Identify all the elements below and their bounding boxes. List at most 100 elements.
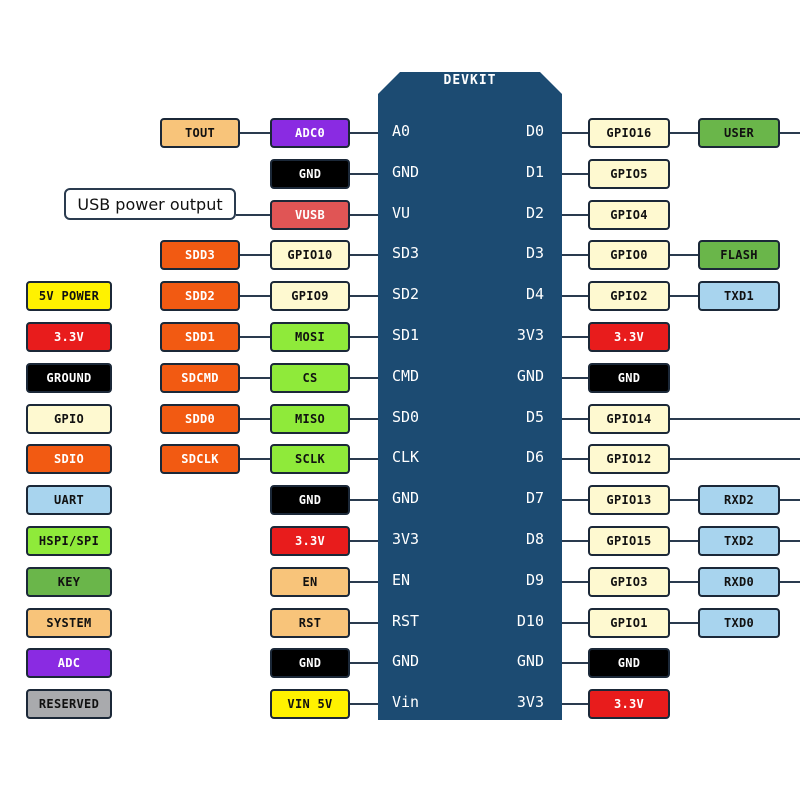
wire: [350, 499, 380, 502]
wire: [780, 540, 800, 542]
devkit-board: [378, 72, 562, 720]
wire: [562, 417, 588, 420]
label-rst: RST: [270, 607, 350, 638]
label-rxd2: RXD2: [698, 485, 780, 516]
wire: [240, 254, 270, 257]
legend-gpio: GPIO: [26, 403, 112, 434]
wire: [240, 336, 270, 338]
legend-key: KEY: [26, 566, 112, 597]
pin-right-d9: D9: [525, 570, 544, 589]
label-gpio1: GPIO1: [588, 607, 670, 638]
pin-right-3v3: 3V3: [516, 693, 544, 712]
wire: [350, 213, 380, 216]
label-gpio10: GPIO10: [270, 240, 350, 271]
wire: [562, 703, 588, 706]
wire: [350, 458, 380, 461]
label-sdd2: SDD2: [160, 281, 240, 312]
pin-right-d8: D8: [525, 530, 544, 548]
label-gpio13: GPIO13: [588, 485, 670, 516]
label-gpio2: GPIO2: [588, 281, 670, 312]
pin-left-3v3: 3V3: [392, 530, 420, 548]
wire: [562, 540, 588, 542]
pin-right-d3: D3: [525, 244, 544, 263]
legend-uart: UART: [26, 485, 112, 516]
wire: [670, 132, 698, 134]
wire: [670, 458, 800, 461]
label-cs: CS: [270, 362, 350, 393]
pin-left-vin: Vin: [392, 693, 420, 712]
pin-left-gnd: GND: [392, 162, 420, 181]
label-gpio9: GPIO9: [270, 281, 350, 312]
wire: [562, 621, 588, 624]
label-txd0: TXD0: [698, 607, 780, 638]
label-miso: MISO: [270, 403, 350, 434]
label-gpio0: GPIO0: [588, 240, 670, 271]
label-sdd0: SDD0: [160, 403, 240, 434]
label-gpio12: GPIO12: [588, 444, 670, 475]
pin-right-d5: D5: [525, 407, 544, 426]
label-mosi: MOSI: [270, 322, 350, 352]
label-gpio16: GPIO16: [588, 118, 670, 148]
wire: [562, 458, 588, 461]
label-sclk: SCLK: [270, 444, 350, 475]
pin-left-clk: CLK: [392, 448, 420, 467]
pin-right-d2: D2: [525, 203, 544, 222]
wire: [350, 376, 380, 379]
usb-power-output-label: USB power output: [64, 188, 236, 220]
wire: [562, 376, 588, 379]
label-sdd3: SDD3: [160, 240, 240, 271]
pin-left-gnd: GND: [392, 489, 420, 508]
label-sdcmd: SDCMD: [160, 362, 240, 393]
label-gnd: GND: [270, 648, 350, 679]
wire: [350, 417, 380, 420]
wire: [562, 580, 588, 583]
label-adc0: ADC0: [270, 118, 350, 148]
wire: [562, 295, 588, 298]
wire: [562, 132, 588, 134]
label-flash: FLASH: [698, 240, 780, 271]
wire: [562, 213, 588, 216]
wire: [562, 172, 588, 175]
pin-left-sd1: SD1: [392, 326, 420, 344]
pin-right-gnd: GND: [516, 652, 544, 671]
wire: [240, 417, 270, 420]
label-user: USER: [698, 118, 780, 148]
legend-reserved: RESERVED: [26, 689, 112, 720]
wire: [670, 621, 698, 624]
label-3-3v: 3.3V: [270, 526, 350, 556]
label-txd2: TXD2: [698, 526, 780, 556]
label-gpio4: GPIO4: [588, 199, 670, 230]
wire: [240, 458, 270, 461]
label-rxd0: RXD0: [698, 566, 780, 597]
pin-left-rst: RST: [392, 611, 420, 630]
wire: [350, 621, 380, 624]
pin-left-en: EN: [392, 570, 411, 589]
wire: [670, 417, 800, 420]
label-gpio14: GPIO14: [588, 403, 670, 434]
label-sdd1: SDD1: [160, 322, 240, 352]
wire: [350, 703, 380, 706]
label-vin-5v: VIN 5V: [270, 689, 350, 720]
board-top-chamfer: [540, 72, 562, 94]
pin-left-a0: A0: [392, 122, 411, 140]
wire: [670, 254, 698, 257]
wire: [350, 540, 380, 542]
pin-right-d4: D4: [525, 285, 544, 304]
label-en: EN: [270, 566, 350, 597]
label-gnd: GND: [588, 362, 670, 393]
wire: [350, 662, 380, 665]
wire: [350, 172, 380, 175]
board-top-chamfer: [378, 72, 400, 94]
legend-5v-power: 5V POWER: [26, 281, 112, 312]
wire: [240, 295, 270, 298]
label-gnd: GND: [588, 648, 670, 679]
label-gpio3: GPIO3: [588, 566, 670, 597]
label-vusb: VUSB: [270, 199, 350, 230]
wire: [240, 376, 270, 379]
legend-3-3v: 3.3V: [26, 322, 112, 352]
pin-left-cmd: CMD: [392, 366, 420, 385]
label-tout: TOUT: [160, 118, 240, 148]
label-gpio15: GPIO15: [588, 526, 670, 556]
wire: [350, 580, 380, 583]
